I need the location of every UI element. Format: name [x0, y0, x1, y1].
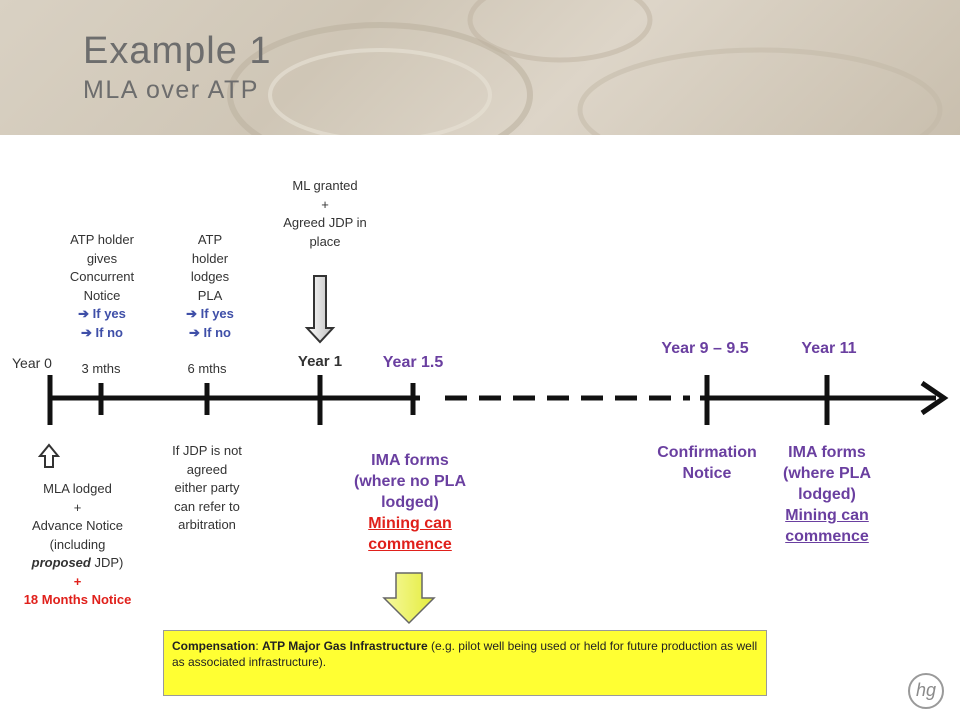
label-3mths: 3 mths	[81, 361, 121, 376]
label-year0: Year 0	[12, 355, 52, 371]
concurrent-notice-text: ATP holder gives Concurrent Notice ➔ If …	[69, 232, 135, 340]
right-arrow-icon: ➔	[189, 324, 200, 340]
compensation-box: Compensation: ATP Major Gas Infrastructu…	[163, 630, 767, 696]
header-banner: Example 1 MLA over ATP	[0, 0, 960, 135]
yellow-down-arrow-icon	[382, 572, 436, 625]
right-arrow-icon: ➔	[186, 306, 198, 321]
label-year11: Year 11	[801, 340, 857, 357]
label-year9: Year 9 – 9.5	[661, 340, 749, 357]
ml-granted-text: ML granted + Agreed JDP in place	[283, 178, 367, 249]
right-arrow-icon: ➔	[81, 324, 92, 340]
ima-forms-pla: IMA forms (where PLA lodged) Mining can …	[782, 444, 871, 545]
page-title: Example 1	[83, 30, 272, 72]
down-arrow-icon	[304, 275, 336, 344]
sand-texture	[227, 0, 943, 135]
confirmation-notice: Confirmation Notice	[657, 444, 757, 482]
up-arrow-icon	[37, 443, 61, 468]
label-year1-5: Year 1.5	[382, 354, 444, 371]
label-year1: Year 1	[297, 353, 343, 370]
right-arrow-icon: ➔	[78, 306, 90, 321]
label-6mths: 6 mths	[187, 361, 227, 376]
page-subtitle: MLA over ATP	[83, 76, 259, 104]
jdp-arbitration-text: If JDP is not agreed either party can re…	[172, 443, 242, 532]
timeline-arrowhead	[920, 380, 949, 416]
pla-text: ATP holder lodges PLA ➔ If yes ➔ If no	[186, 232, 234, 340]
ima-forms-no-pla: IMA forms (where no PLA lodged) Mining c…	[353, 452, 466, 553]
hg-logo-icon: hg	[908, 673, 944, 709]
mla-lodged-text: MLA lodged + Advance Notice (including p…	[23, 481, 132, 607]
